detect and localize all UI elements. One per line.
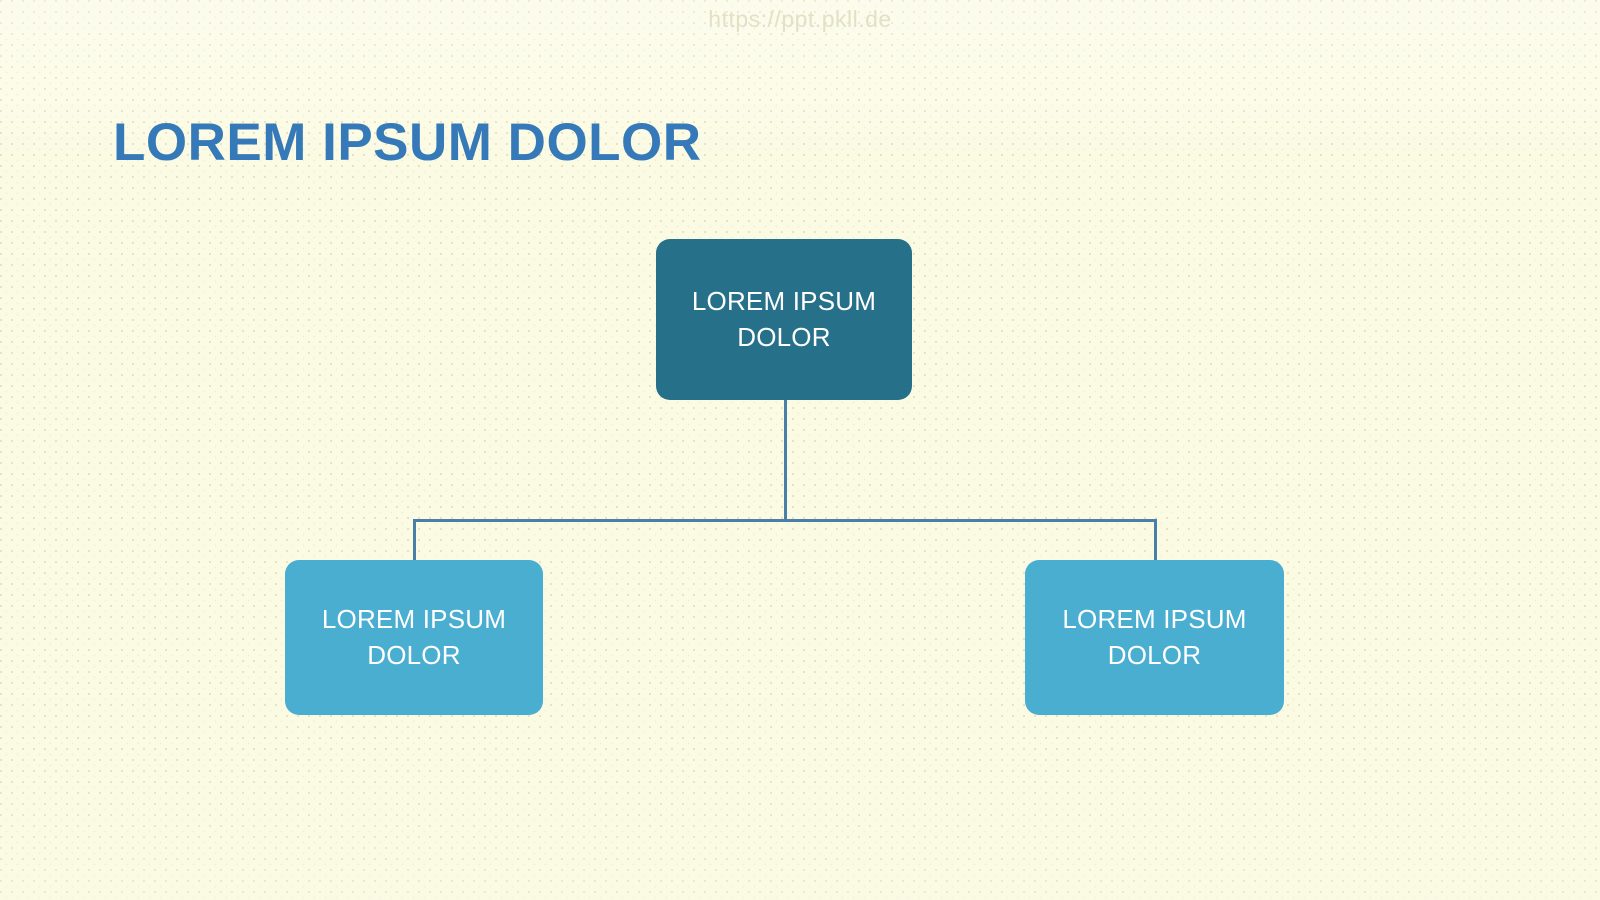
node-child-right-label: LOREM IPSUM DOLOR [1062, 603, 1247, 670]
node-child-right[interactable]: LOREM IPSUM DOLOR [1025, 560, 1284, 715]
node-root[interactable]: LOREM IPSUM DOLOR [656, 239, 912, 400]
connector-root-stem [784, 399, 787, 521]
node-child-left-label: LOREM IPSUM DOLOR [321, 603, 507, 670]
connector-child-left-drop [413, 519, 416, 563]
node-child-left[interactable]: LOREM IPSUM DOLOR [285, 560, 543, 715]
node-root-label: LOREM IPSUM DOLOR [691, 285, 877, 352]
connector-child-right-drop [1154, 519, 1157, 563]
watermark-url: https://ppt.pkll.de [708, 6, 892, 32]
page-title: LOREM IPSUM DOLOR [113, 112, 702, 172]
connector-horizontal-bus [413, 519, 1157, 522]
